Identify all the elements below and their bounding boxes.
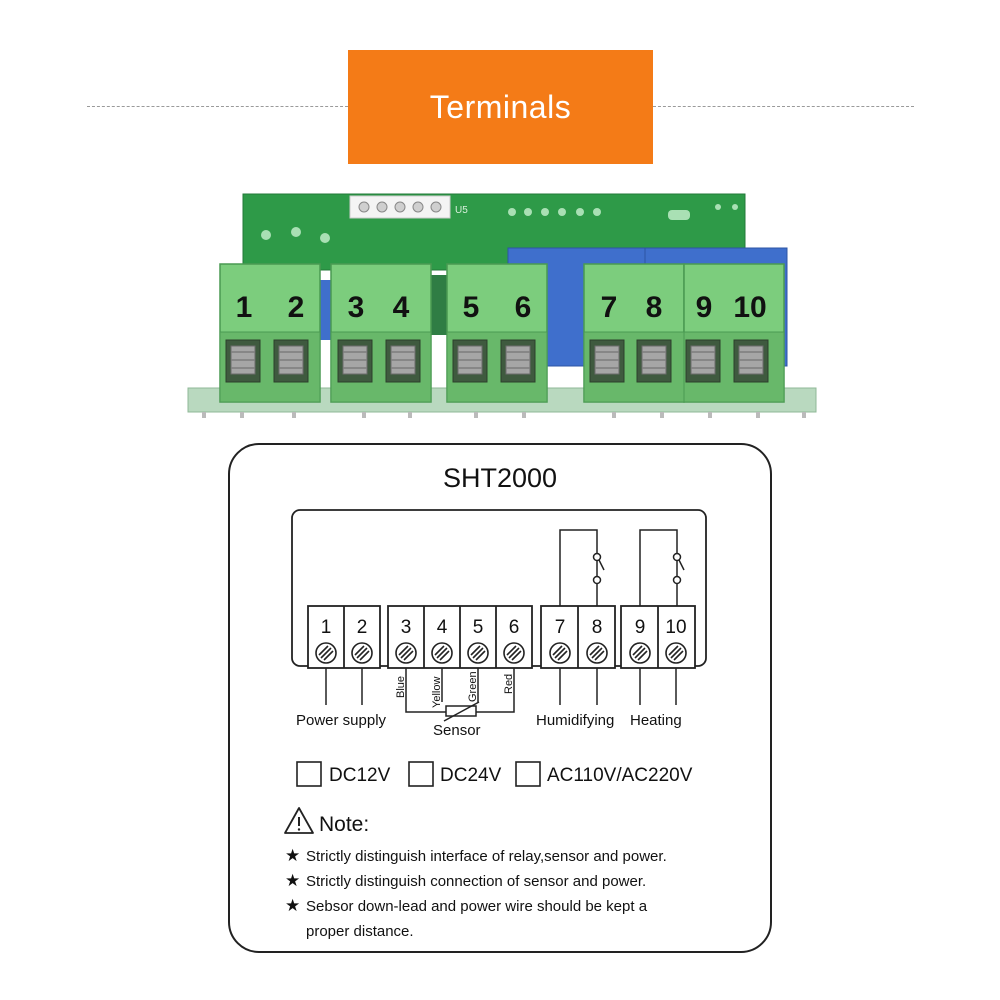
voltage-option-ac: AC110V/AC220V (547, 765, 693, 786)
board-terminal-number: 1 (236, 291, 253, 324)
dc12v-checkbox (296, 761, 322, 787)
diagram-terminal-number: 3 (401, 617, 412, 638)
page-title: Terminals (429, 88, 572, 125)
note-title: Note: (319, 813, 369, 836)
board-terminal-number: 9 (696, 291, 713, 324)
diagram-terminal-number: 8 (592, 617, 603, 638)
label-sensor: Sensor (433, 722, 481, 739)
board-terminal-number: 4 (393, 291, 410, 324)
label-heating: Heating (630, 712, 682, 729)
dc24v-checkbox (408, 761, 434, 787)
diagram-terminal-number: 6 (509, 617, 520, 638)
note-bullet-star: ★ (285, 896, 300, 915)
note-bullet-star: ★ (285, 846, 300, 865)
diagram-card (228, 443, 772, 953)
warning-icon (284, 807, 314, 834)
diagram-terminal-number: 2 (357, 617, 368, 638)
note-bullet-star: ★ (285, 871, 300, 890)
ac-checkbox (515, 761, 541, 787)
board-terminal-number: 8 (646, 291, 663, 324)
wire-color-red: Red (503, 674, 515, 694)
label-power-supply: Power supply (296, 712, 387, 729)
wire-color-green: Green (467, 671, 479, 702)
label-humidifying: Humidifying (536, 712, 614, 729)
title-banner: Terminals (348, 50, 653, 164)
board-terminal-number: 5 (463, 291, 480, 324)
diagram-terminal-number: 1 (321, 617, 332, 638)
note-item-continuation: proper distance. (306, 923, 414, 940)
board-terminal-number: 2 (288, 291, 305, 324)
wiring-diagram: SHT2000 1 2 3 4 5 6 7 8 (228, 443, 772, 953)
wire-color-yellow: Yellow (431, 677, 443, 708)
diagram-terminal-number: 10 (665, 617, 686, 638)
note-item: Strictly distinguish interface of relay,… (306, 848, 667, 865)
terminal-board-photo: U5 1 2 3 4 5 6 7 8 9 10 (187, 193, 817, 418)
board-terminal-number: 7 (601, 291, 618, 324)
board-terminal-number: 6 (515, 291, 532, 324)
header-divider-left (87, 106, 348, 107)
voltage-option-dc12v: DC12V (329, 765, 391, 786)
header-divider-right (653, 106, 914, 107)
diagram-terminal-number: 4 (437, 617, 448, 638)
note-item: Strictly distinguish connection of senso… (306, 873, 646, 890)
diagram-terminal-number: 9 (635, 617, 646, 638)
diagram-terminal-number: 5 (473, 617, 484, 638)
note-item: Sebsor down-lead and power wire should b… (306, 898, 648, 915)
voltage-option-dc24v: DC24V (440, 765, 502, 786)
diagram-terminal-number: 7 (555, 617, 566, 638)
model-name: SHT2000 (443, 463, 557, 493)
board-terminal-number: 10 (733, 291, 766, 324)
wire-color-blue: Blue (395, 676, 407, 698)
board-terminal-number: 3 (348, 291, 365, 324)
pcb-label: U5 (455, 205, 468, 216)
